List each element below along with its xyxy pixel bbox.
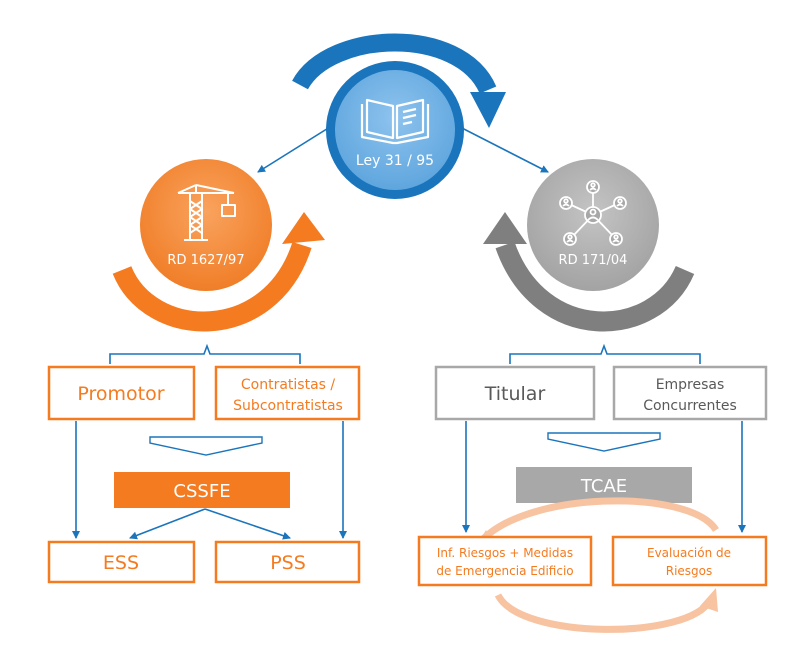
evaluacion-label-line1: Evaluación de xyxy=(647,546,731,560)
cssfe-band xyxy=(114,472,290,508)
book-icon xyxy=(360,98,430,145)
center-circle xyxy=(335,70,455,190)
center-node: Ley 31 / 95 xyxy=(292,33,506,199)
right-chevron xyxy=(547,432,661,452)
crane-icon xyxy=(177,184,236,241)
evaluacion-label-line2: Riesgos xyxy=(666,564,713,578)
network-people-icon xyxy=(559,180,627,246)
inf-riesgos-label-line1: Inf. Riesgos + Medidas xyxy=(437,546,573,560)
center-cycle-arrow xyxy=(292,33,497,95)
right-cycle-arrowhead xyxy=(483,212,527,244)
center-label: Ley 31 / 95 xyxy=(356,153,434,169)
pss-box xyxy=(214,540,361,584)
contratistas-label-line2: Subcontratistas xyxy=(233,398,343,414)
left-chevron xyxy=(149,436,263,456)
contratistas-box xyxy=(214,365,361,421)
left-brace xyxy=(109,343,301,364)
left-cycle-arrowhead xyxy=(282,212,325,244)
promotor-box xyxy=(47,365,196,421)
arrow-center-to-left xyxy=(257,126,331,173)
evaluacion-box xyxy=(611,535,768,587)
arrow-center-to-right xyxy=(459,126,549,173)
cssfe-label: CSSFE xyxy=(173,481,230,502)
peach-cycle-top xyxy=(475,497,719,548)
arrow-cssfe-to-pss xyxy=(204,508,291,540)
left-circle xyxy=(140,159,272,291)
ess-box xyxy=(47,540,196,584)
titular-box xyxy=(434,365,596,421)
pss-label: PSS xyxy=(270,552,306,574)
peach-cycle-bottom-head xyxy=(700,588,718,612)
ess-label: ESS xyxy=(103,552,139,574)
empresas-label-line2: Concurrentes xyxy=(643,398,737,414)
tcae-band xyxy=(516,467,692,503)
inf-riesgos-label-line2: de Emergencia Edificio xyxy=(436,564,573,578)
contratistas-label-line1: Contratistas / xyxy=(241,377,336,393)
right-cycle-arrow xyxy=(495,241,695,332)
tcae-label: TCAE xyxy=(580,476,627,497)
right-node-label: RD 171/04 xyxy=(559,253,628,268)
left-node-label: RD 1627/97 xyxy=(167,253,244,268)
arrow-cssfe-to-ess xyxy=(129,508,206,540)
peach-cycle-bottom xyxy=(494,593,714,633)
right-circle xyxy=(527,159,659,291)
empresas-label-line1: Empresas xyxy=(656,377,725,393)
left-node: RD 1627/97 xyxy=(112,159,325,332)
left-cycle-arrow xyxy=(112,241,312,332)
right-node: RD 171/04 xyxy=(483,159,695,332)
titular-label: Titular xyxy=(484,383,546,405)
promotor-label: Promotor xyxy=(77,383,164,405)
center-cycle-arrowhead xyxy=(470,92,506,128)
right-brace xyxy=(509,343,701,364)
empresas-box xyxy=(612,365,768,421)
inf-riesgos-box xyxy=(417,535,593,587)
